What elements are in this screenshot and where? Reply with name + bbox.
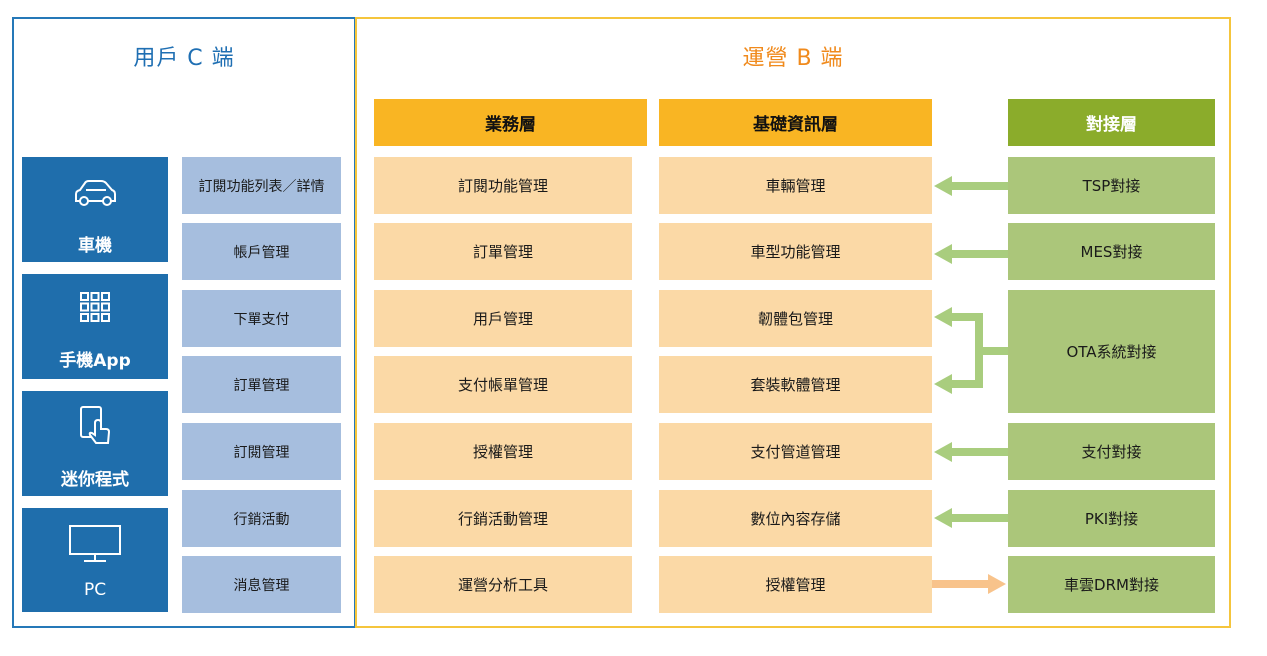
business-item: 行銷活動管理	[374, 490, 632, 547]
user-feature-item: 訂單管理	[182, 356, 341, 413]
info-item: 韌體包管理	[659, 290, 932, 347]
arrow-left	[934, 244, 1008, 264]
arrow-bracket	[934, 307, 1008, 394]
business-item: 訂閱功能管理	[374, 157, 632, 214]
user-feature-item: 帳戶管理	[182, 223, 341, 280]
device-pc: PC	[22, 508, 168, 612]
device-mini-program: 迷你程式	[22, 391, 168, 496]
business-layer-header: 業務層	[374, 99, 647, 146]
user-feature-item: 行銷活動	[182, 490, 341, 547]
app-grid-icon	[22, 292, 168, 322]
integration-item: OTA系統對接	[1008, 290, 1215, 413]
info-item: 車輛管理	[659, 157, 932, 214]
car-icon	[22, 179, 168, 209]
arrow-left	[934, 442, 1008, 462]
integration-item: 支付對接	[1008, 423, 1215, 480]
info-item: 套裝軟體管理	[659, 356, 932, 413]
info-item: 支付管道管理	[659, 423, 932, 480]
user-feature-item: 訂閱功能列表／詳情	[182, 157, 341, 214]
integration-item: MES對接	[1008, 223, 1215, 280]
device-label: 迷你程式	[61, 470, 129, 490]
device-car: 車機	[22, 157, 168, 262]
business-item: 用戶管理	[374, 290, 632, 347]
ops-side-title: 運營 B 端	[742, 46, 844, 71]
arrow-left	[934, 508, 1008, 528]
info-item: 車型功能管理	[659, 223, 932, 280]
business-item: 運營分析工具	[374, 556, 632, 613]
device-mobile-app: 手機App	[22, 274, 168, 379]
monitor-icon	[22, 524, 168, 564]
integration-item: PKI對接	[1008, 490, 1215, 547]
device-label: PC	[83, 580, 107, 600]
user-side-title: 用戶 C 端	[133, 46, 235, 71]
integration-item: TSP對接	[1008, 157, 1215, 214]
arrow-left	[934, 176, 1008, 196]
business-item: 支付帳單管理	[374, 356, 632, 413]
integration-item: 車雲DRM對接	[1008, 556, 1215, 613]
integration-layer-header: 對接層	[1008, 99, 1215, 146]
user-feature-item: 下單支付	[182, 290, 341, 347]
user-feature-item: 消息管理	[182, 556, 341, 613]
device-label: 手機App	[59, 351, 131, 371]
info-item: 授權管理	[659, 556, 932, 613]
user-feature-item: 訂閱管理	[182, 423, 341, 480]
info-item: 數位內容存儲	[659, 490, 932, 547]
device-label: 車機	[78, 236, 112, 256]
arrow-right	[932, 574, 1006, 594]
business-item: 訂單管理	[374, 223, 632, 280]
ops-side-panel	[355, 17, 1231, 628]
business-item: 授權管理	[374, 423, 632, 480]
info-layer-header: 基礎資訊層	[659, 99, 932, 146]
phone-tap-icon	[22, 405, 168, 445]
